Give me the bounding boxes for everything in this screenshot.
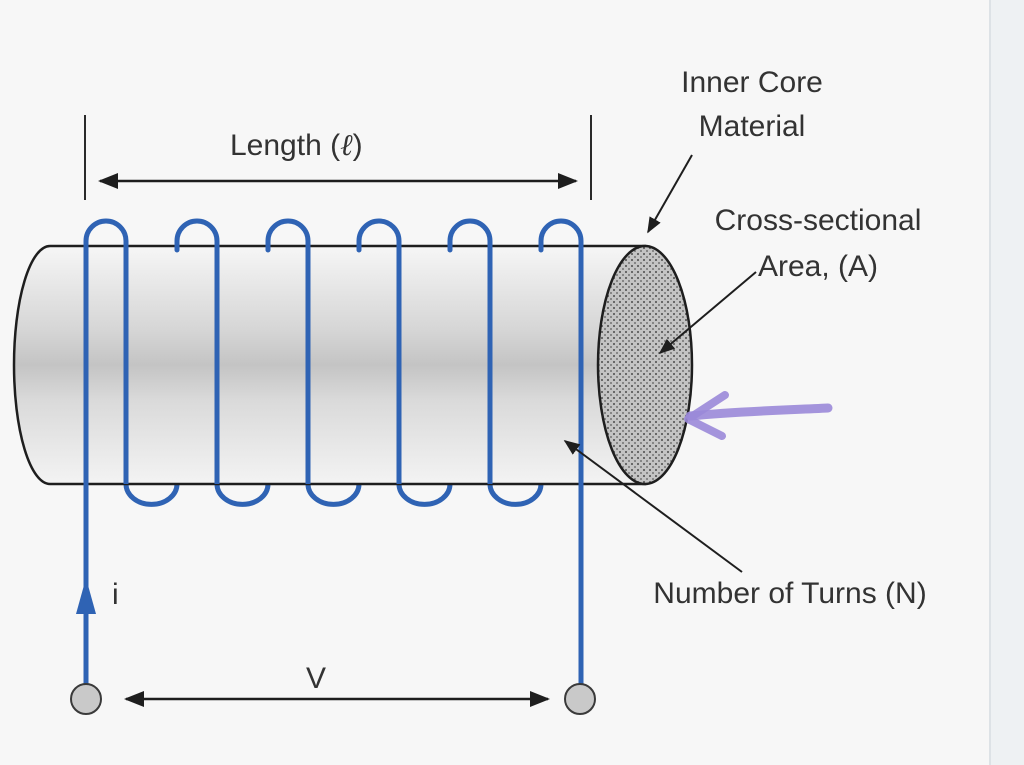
turns-label: Number of Turns (N) [653, 577, 926, 610]
coil-turn-bottom [487, 482, 544, 507]
coil-turn-top [356, 218, 402, 253]
terminal-right [564, 683, 596, 715]
coil-turn-top [538, 218, 584, 253]
right-panel [990, 0, 1024, 765]
coil-turn-bottom [214, 482, 271, 507]
annotation-arrow [684, 391, 833, 440]
coil-turn-top [83, 218, 129, 253]
inner-core-label-line1: Inner Core [681, 66, 823, 99]
cylinder-core [12, 244, 694, 486]
coil-turn-top [447, 218, 493, 253]
turns-pointer [563, 440, 743, 573]
terminal-left [70, 683, 102, 715]
coil-turn-bottom [396, 482, 453, 507]
length-dimension [84, 115, 592, 200]
cross-section-face [596, 244, 694, 486]
cross-section-pointer [658, 271, 757, 355]
current-arrow [76, 578, 96, 614]
coil-turn-top [174, 218, 220, 253]
cross-section-label-line1: Cross-sectional [715, 204, 922, 237]
cross-section-label-line2: Area, (A) [758, 250, 878, 283]
coil-turn-bottom [123, 482, 180, 507]
coil-turn-bottom [305, 482, 362, 507]
coil-back-loops [123, 482, 544, 507]
inner-core-pointer [647, 154, 693, 234]
inner-core-label-line2: Material [699, 110, 806, 143]
current-label: i [112, 578, 119, 611]
length-label: Length (ℓ) [230, 128, 363, 163]
voltage-label: V [306, 662, 326, 695]
coil-turn-top [265, 218, 311, 253]
